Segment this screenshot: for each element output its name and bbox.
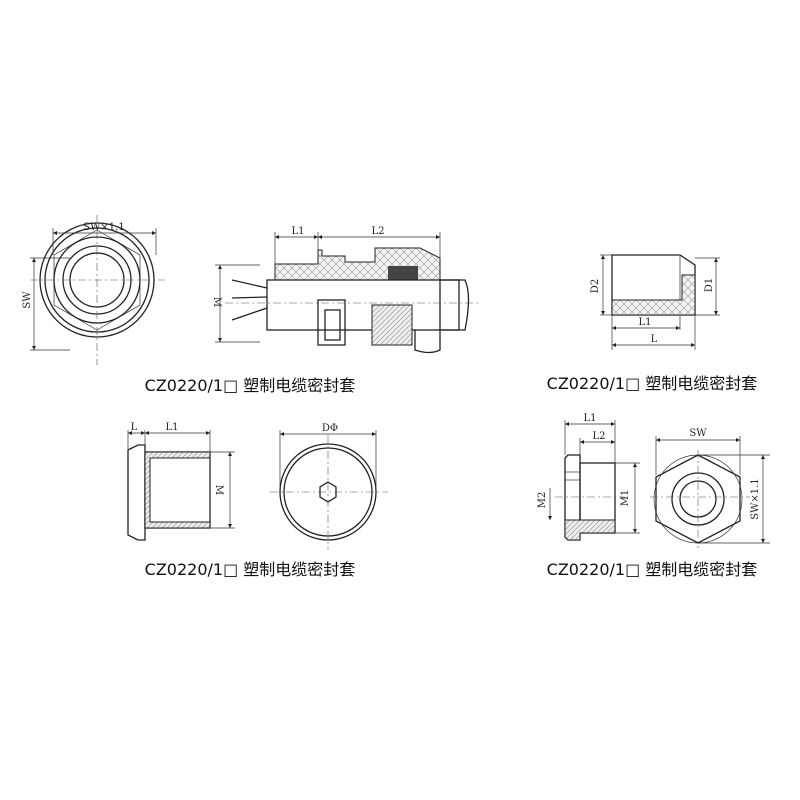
fig3-plug-front-view: DΦ bbox=[270, 423, 388, 550]
fig4-reducer-front-view: SW SW×1.1 bbox=[650, 428, 770, 548]
dim-m: M bbox=[211, 297, 222, 307]
dim-d2: D2 bbox=[590, 279, 601, 293]
dim-l1: L1 bbox=[638, 317, 651, 328]
fig1-front-view: SW×1.1 SW bbox=[22, 215, 165, 365]
dim-sw-1-1: SW×1.1 bbox=[750, 478, 761, 519]
dim-l1: L1 bbox=[291, 226, 304, 237]
dim-l: L bbox=[131, 422, 138, 433]
dim-l2: L2 bbox=[371, 226, 384, 237]
caption-fig1: CZ0220/1□ 塑制电缆密封套 bbox=[145, 376, 356, 395]
fig3-plug-side-view: L L1 M bbox=[127, 422, 235, 541]
caption-fig2: CZ0220/1□ 塑制电缆密封套 bbox=[547, 374, 758, 393]
dim-l1: L1 bbox=[165, 422, 178, 433]
caption-fig3: CZ0220/1□ 塑制电缆密封套 bbox=[145, 560, 356, 579]
dim-sw-1-1: SW×1.1 bbox=[83, 222, 124, 233]
caption-fig4: CZ0220/1□ 塑制电缆密封套 bbox=[547, 560, 758, 579]
dim-l2: L2 bbox=[592, 431, 605, 442]
fig2-cap-view: D2 D1 L1 L bbox=[590, 254, 720, 350]
dim-l: L bbox=[651, 334, 658, 345]
dim-dphi: DΦ bbox=[322, 423, 338, 434]
dim-l1: L1 bbox=[583, 413, 596, 424]
dim-sw: SW bbox=[689, 428, 707, 439]
dim-d1: D1 bbox=[704, 278, 715, 292]
fig1-side-view: L1 L2 M bbox=[211, 226, 480, 354]
dim-sw: SW bbox=[22, 291, 33, 309]
dim-m1: M1 bbox=[620, 490, 631, 507]
dim-m: M bbox=[213, 485, 224, 495]
fig4-reducer-side-view: L1 L2 M2 M1 bbox=[537, 413, 640, 541]
dim-m2: M2 bbox=[537, 492, 548, 509]
